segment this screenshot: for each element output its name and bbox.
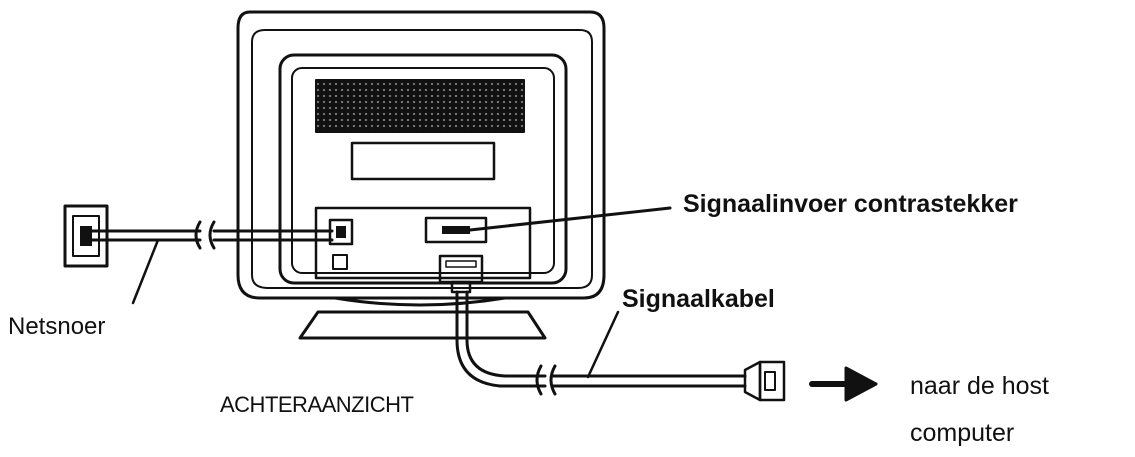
- power-cord-label: Netsnoer: [8, 313, 106, 340]
- signal-input-connector: [424, 216, 488, 244]
- connector-panel: [314, 206, 532, 280]
- arrow-right-icon: [809, 366, 878, 402]
- monitor-stand: [333, 296, 507, 307]
- signal-input-leader: [468, 206, 672, 232]
- power-cord-leader: [131, 238, 160, 305]
- host-plug-icon: [743, 360, 762, 402]
- to-host-label-line2: computer: [910, 419, 1015, 447]
- monitor-rear-icon: [236, 10, 606, 340]
- label-plate: [350, 141, 496, 181]
- signal-cable-label: Signaalkabel: [622, 285, 775, 313]
- power-cord: [90, 220, 334, 250]
- signal-input-plug-label: Signaalinvoer contrastekker: [683, 190, 1018, 218]
- power-switch-icon: [332, 254, 348, 270]
- signal-cable: [438, 254, 786, 402]
- rear-view-label: ACHTERAANZICHT: [220, 392, 414, 417]
- to-host-label-line1: naar de host: [910, 372, 1049, 400]
- wall-outlet-icon: [63, 204, 109, 268]
- signal-cable-leader: [586, 310, 620, 379]
- vent-grille: [315, 79, 525, 133]
